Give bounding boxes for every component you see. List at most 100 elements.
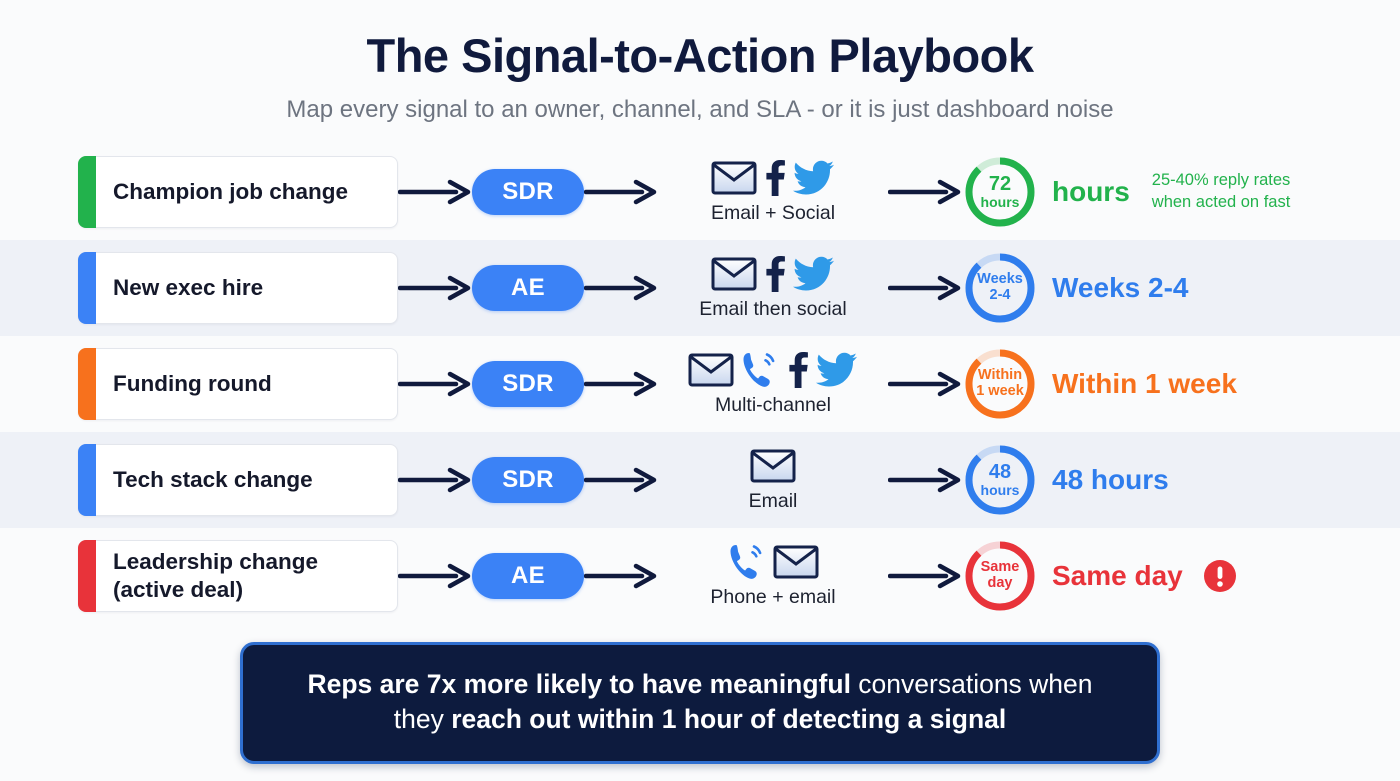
donut-value-bottom: day — [987, 574, 1013, 591]
signal-label: Leadership change(active deal) — [113, 549, 319, 602]
email-icon — [750, 449, 796, 483]
flow-arrow-icon — [398, 371, 472, 397]
owner-pill[interactable]: SDR — [472, 456, 584, 503]
flow-arrow-icon — [584, 275, 658, 301]
banner-line1-regular: conversations when — [850, 668, 1093, 699]
channel-icons — [688, 350, 858, 390]
flow-arrow-icon — [888, 275, 962, 301]
sla-note-line-1: 25-40% reply rates — [1151, 171, 1291, 190]
signal-label: Funding round — [113, 370, 272, 396]
signal-card[interactable]: New exec hire — [78, 251, 398, 324]
donut-value-bottom: 2-4 — [989, 286, 1011, 303]
banner-line1-bold: Reps are 7x more likely to have meaningf… — [307, 668, 851, 699]
flow-arrow-icon — [888, 467, 962, 493]
channel-group: Email + Social — [658, 158, 888, 225]
stat-banner: Reps are 7x more likely to have meaningf… — [240, 641, 1160, 764]
twitter-icon — [793, 160, 835, 196]
flow-arrow-icon — [584, 563, 658, 589]
flow-arrow-icon — [888, 179, 962, 205]
channel-icons — [711, 158, 835, 198]
owner-pill[interactable]: SDR — [472, 168, 584, 215]
signal-card[interactable]: Tech stack change — [78, 443, 398, 516]
channel-icons — [711, 254, 835, 294]
flow-arrow-icon — [398, 467, 472, 493]
signal-accent-bar — [78, 539, 96, 612]
signal-accent-bar — [78, 443, 96, 516]
signal-accent-bar — [78, 251, 96, 324]
signal-card[interactable]: Champion job change — [78, 155, 398, 228]
donut-value-top: Weeks — [977, 271, 1023, 288]
sla-text: Within 1 week — [1052, 367, 1237, 399]
flow-arrow-icon — [888, 371, 962, 397]
owner-pill[interactable]: AE — [472, 264, 584, 311]
channel-label: Multi-channel — [715, 394, 831, 417]
email-icon — [711, 257, 757, 291]
signal-accent-bar — [78, 155, 96, 228]
channel-icons — [727, 542, 819, 582]
facebook-icon — [786, 352, 810, 389]
donut-value-bottom: hours — [980, 481, 1020, 498]
channel-group: Multi-channel — [658, 350, 888, 417]
channel-label: Email + Social — [710, 202, 836, 225]
channel-group: Email — [658, 446, 888, 513]
flow-arrow-icon — [398, 179, 472, 205]
banner-line-1: Reps are 7x more likely to have meaningf… — [273, 667, 1127, 702]
signal-row: Leadership change(active deal) AE Phone + … — [0, 528, 1400, 624]
twitter-icon — [816, 352, 858, 388]
owner-pill[interactable]: SDR — [472, 360, 584, 407]
email-icon — [711, 161, 757, 195]
email-icon — [688, 353, 734, 387]
channel-group: Phone + email — [658, 542, 888, 609]
signal-label: Champion job change — [113, 178, 349, 204]
flow-arrow-icon — [888, 563, 962, 589]
flow-arrow-icon — [398, 563, 472, 589]
donut-value-top: 72 — [988, 172, 1012, 195]
donut-value-top: 48 — [988, 460, 1012, 483]
flow-arrow-icon — [398, 275, 472, 301]
signal-label: Tech stack change — [113, 466, 313, 492]
phone-icon — [740, 351, 780, 389]
sla-text: 48 hours — [1052, 463, 1169, 495]
banner-line-2: they reach out within 1 hour of detectin… — [273, 702, 1127, 737]
sla-text: Same day — [1052, 559, 1183, 591]
donut-value-top: Within — [977, 367, 1023, 384]
signal-card[interactable]: Leadership change(active deal) — [78, 539, 398, 612]
banner-line2-regular: they — [393, 703, 452, 734]
signal-card[interactable]: Funding round — [78, 347, 398, 420]
channel-icons — [750, 446, 796, 486]
signal-label: New exec hire — [113, 274, 264, 300]
signal-accent-bar — [78, 347, 96, 420]
channel-label: Email — [748, 490, 798, 513]
channel-label: Email then social — [699, 298, 847, 321]
flow-arrow-icon — [584, 179, 658, 205]
header: The Signal-to-Action Playbook Map every … — [0, 0, 1400, 124]
flow-arrow-icon — [584, 467, 658, 493]
facebook-icon — [763, 256, 787, 293]
twitter-icon — [793, 256, 835, 292]
owner-pill[interactable]: AE — [472, 552, 584, 599]
page-subtitle: Map every signal to an owner, channel, a… — [286, 95, 1114, 123]
channel-group: Email then social — [658, 254, 888, 321]
sla-text: Weeks 2-4 — [1052, 271, 1189, 303]
phone-icon — [727, 543, 767, 581]
donut-value-bottom: 1 week — [976, 382, 1024, 399]
flow-arrow-icon — [584, 371, 658, 397]
donut-value-bottom: hours — [980, 193, 1020, 210]
donut-value-top: Same — [980, 559, 1020, 576]
page-title: The Signal-to-Action Playbook — [366, 29, 1034, 82]
sla-text: hours — [1052, 175, 1130, 207]
